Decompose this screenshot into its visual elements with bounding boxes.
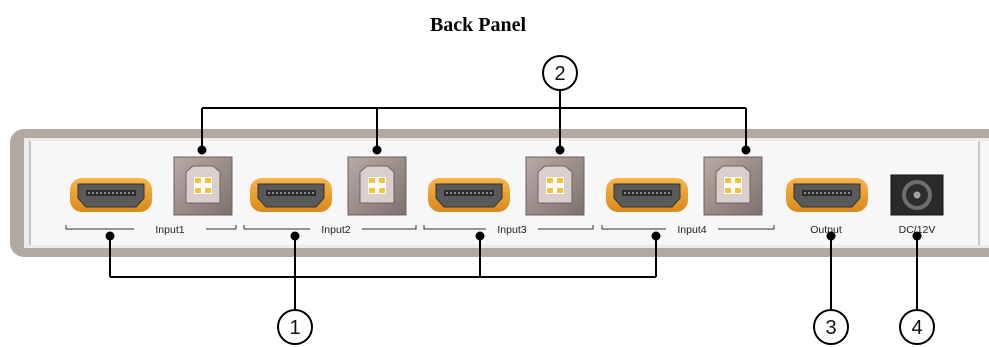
usb-b-port-icon bbox=[173, 156, 233, 216]
input3-label: Input3 bbox=[497, 224, 526, 236]
callout-1-number: 1 bbox=[289, 317, 300, 339]
hdmi-port-icon bbox=[249, 177, 333, 213]
input4-label: Input4 bbox=[677, 224, 706, 236]
callout-4-number: 4 bbox=[911, 317, 922, 339]
callout-1-leaders bbox=[109, 236, 657, 310]
callout-3: 3 bbox=[813, 309, 849, 345]
callout-2-number: 2 bbox=[554, 63, 565, 85]
input2-label: Input2 bbox=[321, 224, 350, 236]
hdmi-port-icon bbox=[785, 177, 869, 213]
power-label: DC/12V bbox=[899, 224, 936, 236]
dc-jack-icon bbox=[890, 174, 944, 216]
usb-b-port-icon bbox=[525, 156, 585, 216]
callout-1: 1 bbox=[277, 309, 313, 345]
page-title: Back Panel bbox=[430, 14, 527, 36]
hdmi-port-icon bbox=[605, 177, 689, 213]
callout-2: 2 bbox=[542, 55, 578, 91]
input1-label: Input1 bbox=[155, 224, 184, 236]
usb-b-port-icon bbox=[703, 156, 763, 216]
hdmi-port-icon bbox=[69, 177, 153, 213]
hdmi-port-icon bbox=[427, 177, 511, 213]
callout-4: 4 bbox=[899, 309, 935, 345]
usb-b-port-icon bbox=[347, 156, 407, 216]
output-label: Output bbox=[810, 224, 842, 236]
callout-3-number: 3 bbox=[825, 317, 836, 339]
callout-2-leaders bbox=[201, 91, 747, 150]
